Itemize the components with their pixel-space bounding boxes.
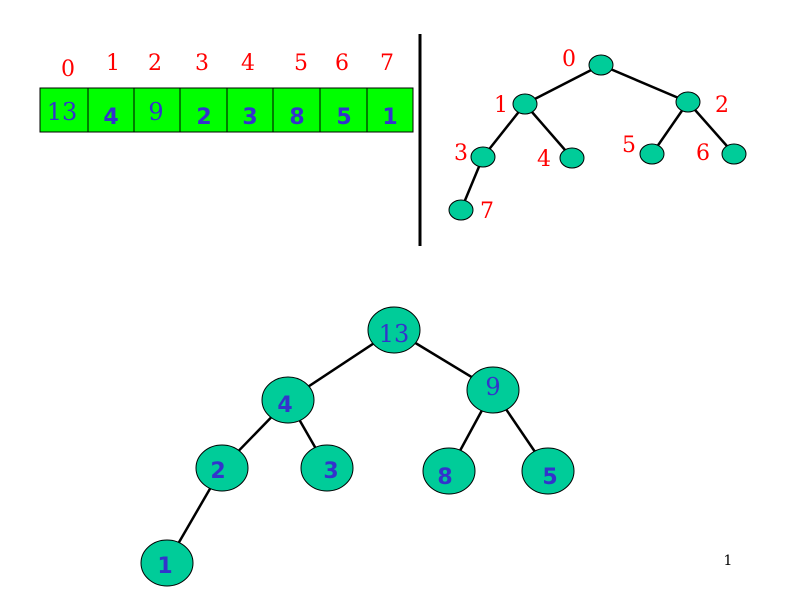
array-value-5: 8 [289, 105, 304, 130]
index-node-1 [512, 93, 538, 115]
index-tree: 0 1 2 3 4 5 6 7 [448, 47, 747, 224]
index-label-6: 6 [696, 141, 710, 166]
heap-node-6 [521, 447, 575, 495]
index-label-2: 2 [715, 93, 729, 118]
index-edge-1-3 [482, 103, 526, 158]
array-cell-6 [319, 87, 368, 133]
index-edge-0-2 [600, 63, 689, 104]
index-tree-edges [459, 63, 735, 211]
array-index-7: 7 [380, 51, 394, 76]
index-tree-labels: 0 1 2 3 4 5 6 7 [454, 47, 729, 224]
index-label-4: 4 [537, 147, 551, 172]
heap-node-1 [261, 376, 315, 424]
array-index-labels: 0 1 2 3 4 5 6 7 [61, 51, 394, 82]
array-cell-5 [272, 87, 321, 133]
heap-array: 13 4 9 2 3 8 5 1 [39, 87, 414, 133]
index-node-2 [675, 91, 701, 113]
array-value-0: 13 [47, 98, 78, 126]
array-index-0: 0 [61, 57, 75, 82]
array-index-2: 2 [148, 51, 162, 76]
index-label-0: 0 [562, 47, 576, 72]
heap-value-6: 5 [542, 465, 557, 490]
heap-node-7 [140, 539, 194, 587]
heap-value-1: 4 [277, 393, 292, 418]
array-value-2: 9 [148, 98, 163, 126]
page-number: 1 [724, 553, 733, 569]
heap-value-4: 3 [323, 459, 338, 484]
array-value-7: 1 [382, 105, 397, 130]
index-label-5: 5 [622, 133, 636, 158]
array-cell-0 [39, 87, 89, 133]
index-label-1: 1 [494, 93, 508, 118]
array-index-4: 4 [241, 51, 255, 76]
array-cell-2 [133, 87, 181, 133]
heap-node-5 [422, 447, 476, 495]
index-edge-2-6 [687, 101, 735, 155]
heap-node-2 [466, 366, 520, 414]
heap-value-5: 8 [437, 465, 452, 490]
heap-tree-values: 13 4 9 2 3 8 5 1 [157, 320, 557, 579]
index-tree-nodes [448, 54, 747, 221]
index-label-7: 7 [480, 199, 494, 224]
index-node-7 [448, 199, 474, 221]
array-cell-4 [226, 87, 274, 133]
index-edge-1-4 [524, 103, 573, 159]
index-label-3: 3 [454, 141, 468, 166]
array-value-1: 4 [103, 105, 118, 130]
array-cell-1 [87, 87, 135, 133]
index-node-6 [721, 143, 747, 165]
index-edge-0-1 [524, 63, 602, 106]
heap-tree: 13 4 9 2 3 8 5 1 [140, 306, 575, 587]
heap-node-0 [367, 306, 421, 354]
array-index-5: 5 [294, 51, 308, 76]
index-node-4 [559, 147, 585, 169]
array-index-6: 6 [335, 51, 349, 76]
heap-tree-nodes [140, 306, 575, 587]
index-node-0 [588, 54, 614, 76]
heap-value-0: 13 [379, 320, 410, 348]
index-node-5 [639, 143, 665, 165]
heap-node-4 [300, 444, 354, 492]
array-cell-7 [366, 87, 414, 133]
heap-value-3: 2 [210, 459, 225, 484]
array-value-6: 5 [336, 105, 351, 130]
array-index-3: 3 [195, 51, 209, 76]
array-index-1: 1 [106, 51, 120, 76]
heap-value-2: 9 [485, 373, 500, 401]
heap-node-3 [195, 444, 249, 492]
array-value-4: 3 [242, 105, 257, 130]
array-value-3: 2 [196, 105, 211, 130]
heap-value-7: 1 [157, 554, 172, 579]
index-node-3 [470, 146, 496, 168]
